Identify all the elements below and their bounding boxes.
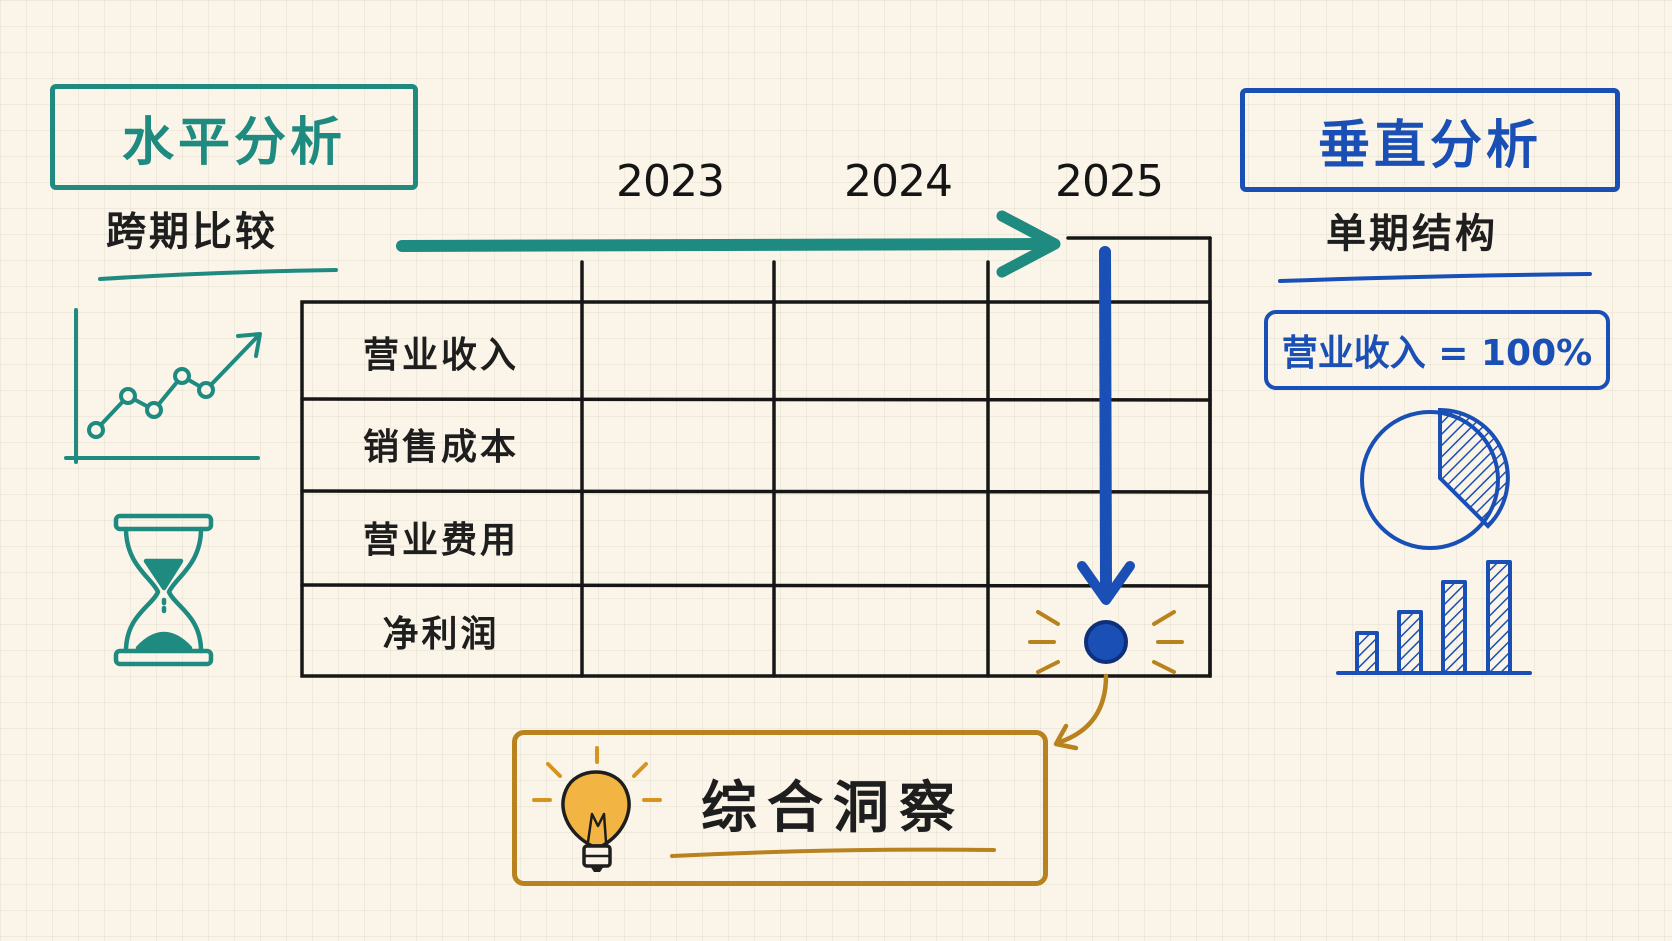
bar-chart-icon: [1336, 560, 1532, 675]
insight-label: 综合洞察: [701, 776, 965, 841]
h-subtitle-underline: [98, 268, 338, 281]
insight-box: 综合洞察: [512, 730, 1048, 886]
insight-arrow: [1053, 673, 1109, 751]
hourglass-icon: [113, 513, 214, 667]
row-label-operating-expenses: 营业费用: [362, 520, 519, 561]
row-label-revenue: 营业收入: [362, 335, 519, 376]
horizontal-analysis-title: 水平分析: [50, 84, 418, 190]
data-table-grid: [300, 236, 1212, 678]
year-header-2024: 2024: [844, 156, 953, 207]
vertical-analysis-title: 垂直分析: [1240, 88, 1620, 192]
vertical-analysis-subtitle: 单期结构: [1326, 211, 1498, 257]
row-label-cost-of-sales: 销售成本: [362, 427, 519, 468]
horizontal-arrow: [396, 210, 1061, 278]
vertical-arrow: [1077, 246, 1135, 605]
insight-underline: [670, 847, 996, 858]
revenue-base-label: 营业收入 = 100%: [1264, 310, 1610, 390]
year-header-2025: 2025: [1055, 156, 1164, 207]
horizontal-analysis-subtitle: 跨期比较: [106, 209, 278, 255]
lightbulb-icon: [532, 746, 662, 872]
net-profit-2025-highlight: [1028, 610, 1184, 674]
pie-chart-icon: [1360, 407, 1510, 550]
year-header-2023: 2023: [616, 156, 725, 207]
v-subtitle-underline: [1278, 272, 1592, 283]
row-label-net-profit: 净利润: [382, 614, 500, 655]
trend-line-icon: [64, 308, 262, 464]
